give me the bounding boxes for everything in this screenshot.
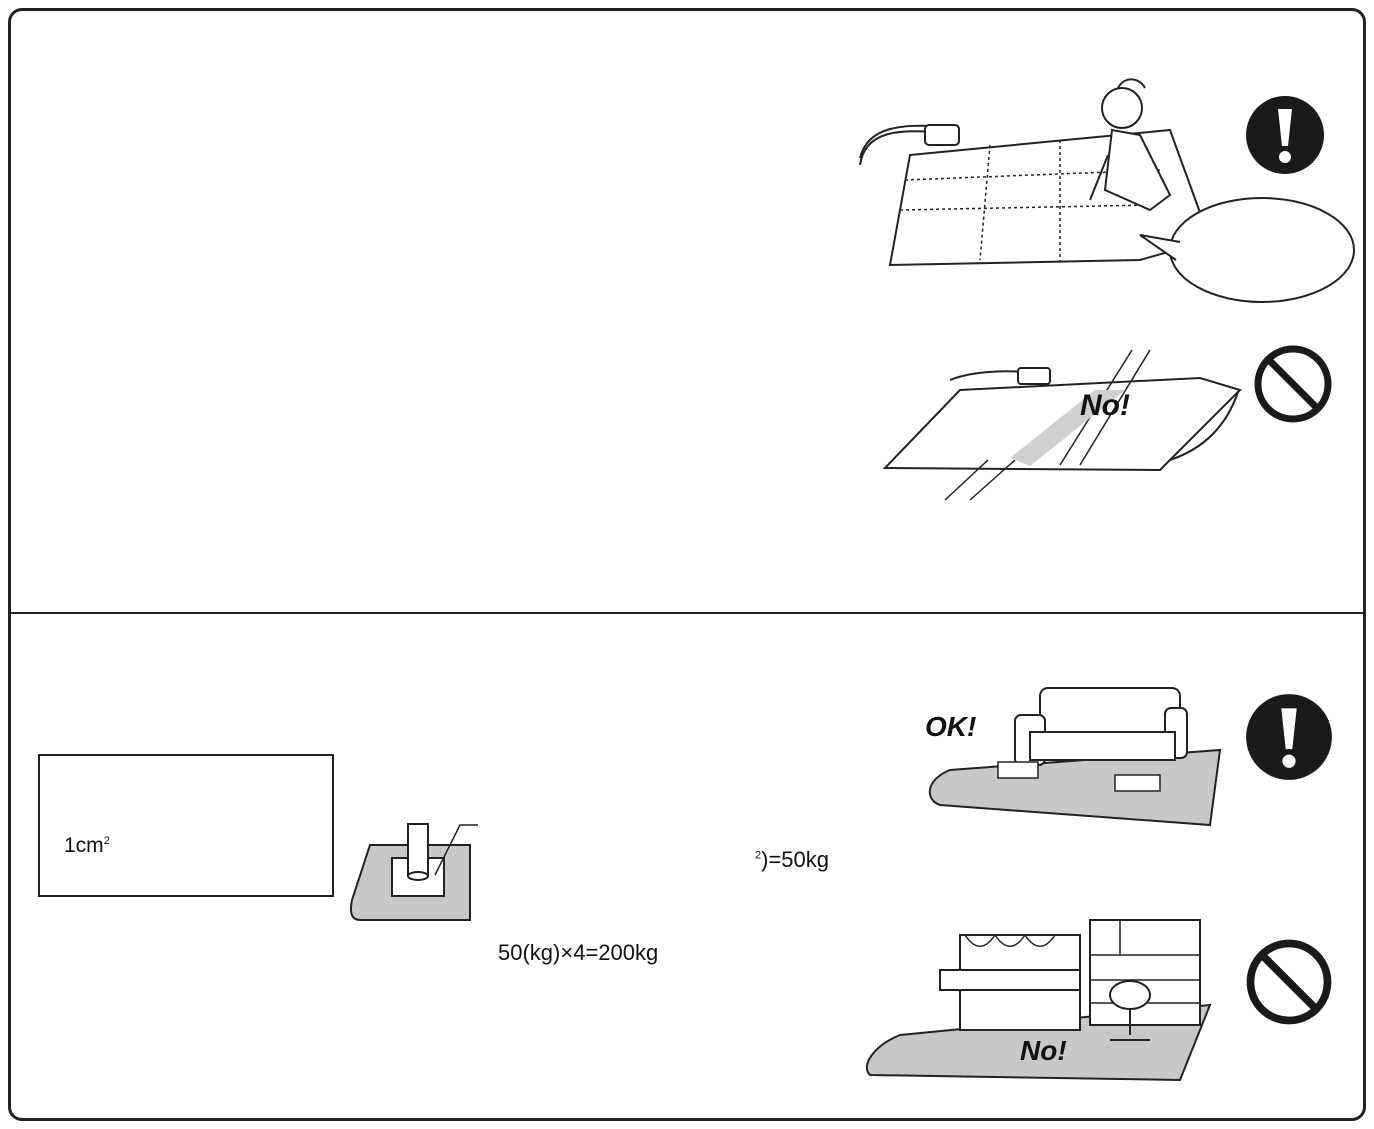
prohibited-icon bbox=[1254, 345, 1332, 423]
heavy-furniture-on-mat-illustration: No! bbox=[865, 919, 1212, 1082]
mat-over-gap-illustration: No! bbox=[882, 349, 1242, 501]
ok-label: OK! bbox=[925, 711, 976, 742]
mandatory-exclamation-icon-2 bbox=[1246, 694, 1332, 780]
page-frame bbox=[8, 8, 1366, 1121]
prohibited-icon-2 bbox=[1246, 939, 1332, 1025]
total-weight-formula: 50(kg)×4=200kg bbox=[498, 940, 659, 965]
section-divider bbox=[8, 612, 1366, 614]
sofa-on-mat-illustration: OK! bbox=[925, 687, 1222, 827]
no-label: No! bbox=[1080, 389, 1130, 422]
furniture-leg-on-mat-diagram bbox=[350, 823, 478, 921]
one-cm2-label: 1cm2 bbox=[64, 834, 110, 857]
no-label-2: No! bbox=[1020, 1035, 1067, 1066]
mat-cleaning-illustration bbox=[859, 78, 1355, 303]
one-square-centimeter-box: 1cm2 bbox=[38, 754, 334, 897]
mandatory-exclamation-icon bbox=[1246, 96, 1324, 174]
pressure-formula: 2)=50kg bbox=[755, 847, 830, 872]
